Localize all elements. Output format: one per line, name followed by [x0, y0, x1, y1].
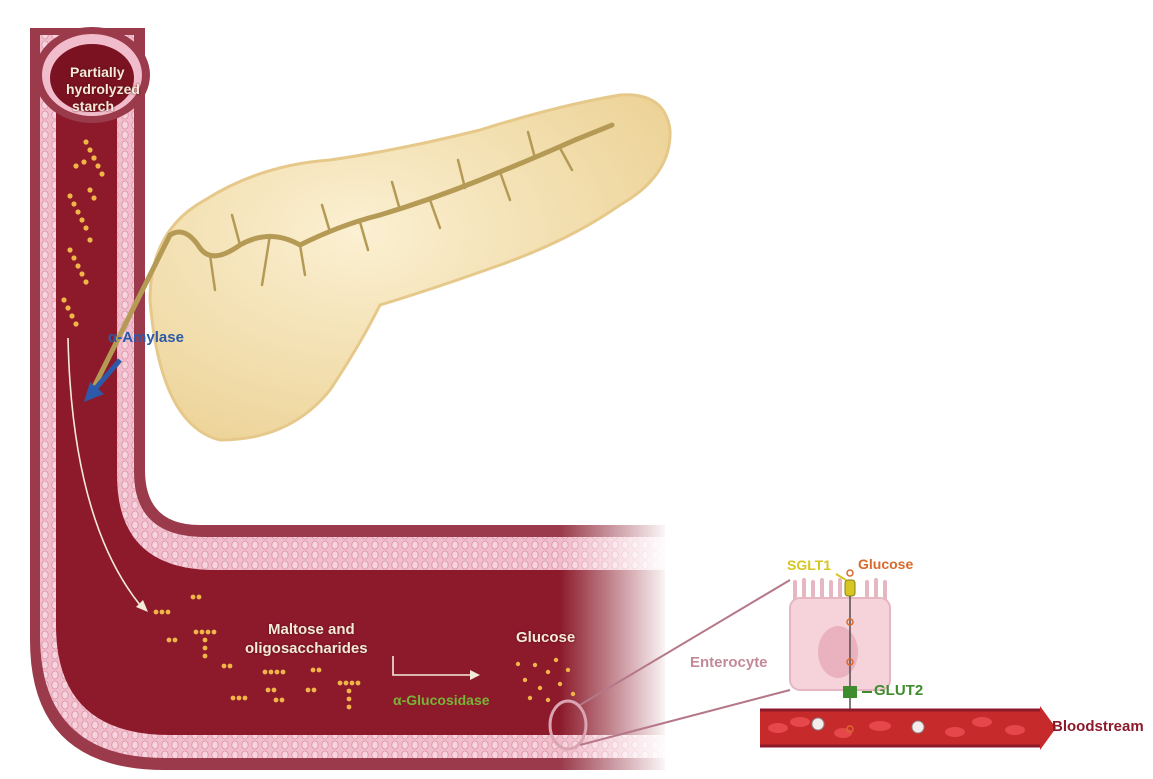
- enterocyte-nucleus: [818, 626, 858, 678]
- starch-label-line1: Partially: [70, 64, 124, 80]
- amylase-label: α-Amylase: [108, 329, 184, 346]
- glucosidase-label: α-Glucosidase: [393, 692, 490, 708]
- glucose-dot-1: [847, 570, 853, 576]
- glucose-cell-label: Glucose: [858, 556, 913, 572]
- enterocyte-label: Enterocyte: [690, 654, 768, 671]
- glucose-lumen-label: Glucose: [516, 629, 575, 646]
- sglt1-transporter: [845, 580, 855, 596]
- glut2-label: GLUT2: [874, 682, 923, 699]
- pancreas: [95, 95, 670, 440]
- blood-vessel-body: [760, 710, 1040, 746]
- blood-vessel: [760, 706, 1056, 750]
- enterocyte-cell: [790, 570, 890, 728]
- starch-label-line2: hydrolyzed: [66, 81, 140, 97]
- bloodstream-label: Bloodstream: [1052, 718, 1144, 735]
- maltose-label-line1: Maltose and: [268, 621, 355, 638]
- sglt1-label: SGLT1: [787, 557, 831, 573]
- maltose-label-line2: oligosaccharides: [245, 640, 368, 657]
- pancreas-body: [150, 95, 670, 440]
- starch-label-line3: starch: [72, 98, 114, 114]
- glut2-transporter: [843, 686, 857, 698]
